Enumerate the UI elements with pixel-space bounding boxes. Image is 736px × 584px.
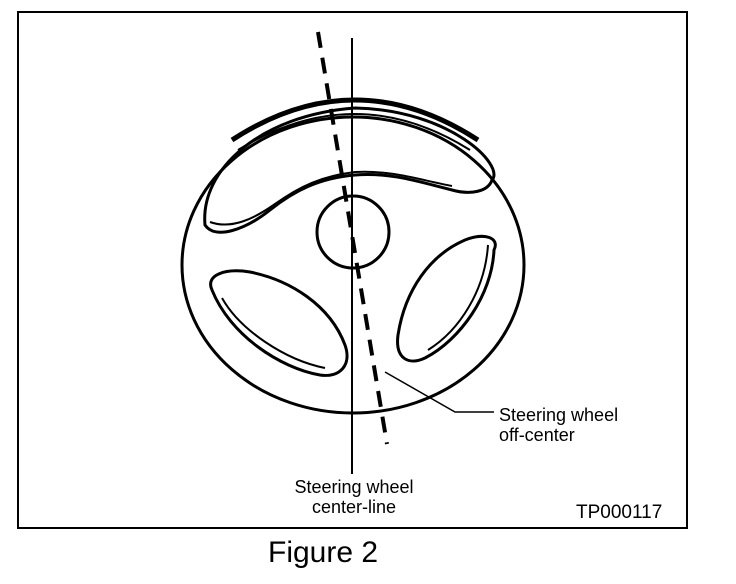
off-center-label: Steering wheel off-center (499, 405, 619, 445)
right-lower-opening (396, 234, 497, 363)
off-center-leader (384, 371, 494, 413)
rim-top-highlight (230, 97, 480, 143)
figure-frame (17, 11, 688, 529)
upper-opening (203, 106, 496, 234)
off-center-line (316, 31, 389, 445)
left-lower-opening (209, 269, 349, 377)
figure-caption: Figure 2 (268, 536, 379, 569)
center-line-label: Steering wheel center-line (294, 477, 414, 517)
figure-code: TP000117 (576, 502, 663, 523)
